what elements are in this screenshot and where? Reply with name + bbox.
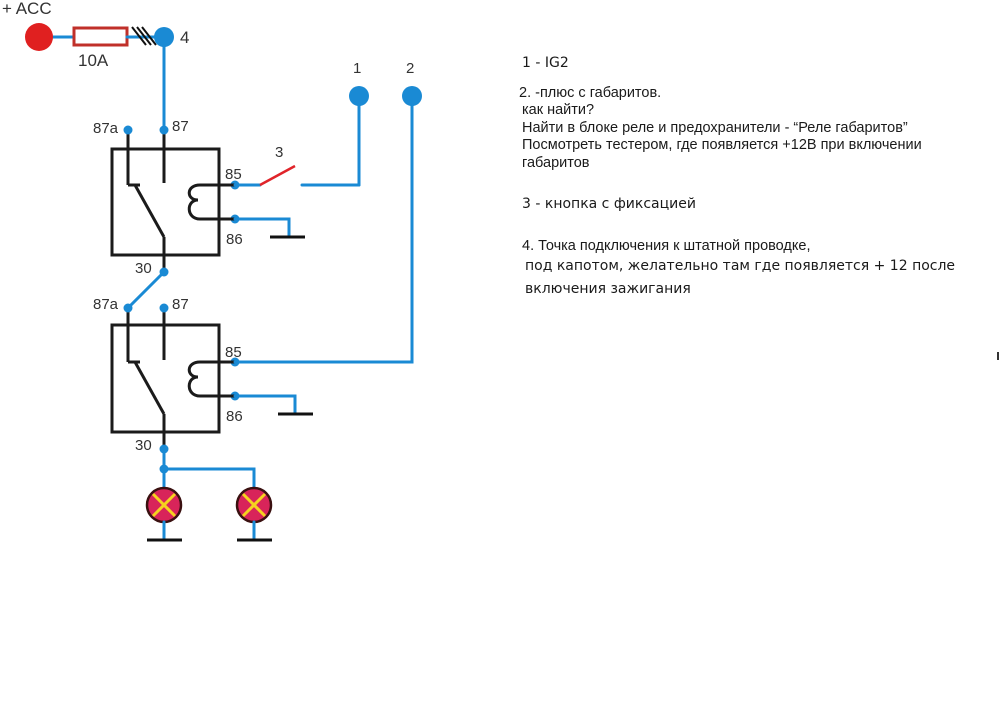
lamp-2: [235, 486, 273, 542]
note-2-line-1: как найти?: [522, 102, 595, 118]
relay-bottom-pin-30: 30: [135, 437, 152, 454]
wire-lamp-2: [162, 467, 256, 492]
wire-break-icon: [131, 26, 157, 46]
node-4-label: 4: [180, 28, 189, 47]
relay-top: [110, 125, 240, 277]
acc-label: + ACC: [2, 0, 52, 18]
relay-bottom: [110, 303, 240, 454]
node-2: [402, 86, 422, 106]
note-4-line-1: 4. Точка подключения к штатной проводке,: [522, 238, 811, 254]
wire-86-bottom-to-ground: [233, 394, 297, 415]
fuse: [72, 26, 129, 47]
note-2-line-4: габаритов: [522, 155, 590, 171]
relay-bottom-pin-85: 85: [225, 344, 242, 361]
note-2-line-3: Посмотреть тестером, где появляется +12В…: [522, 137, 922, 153]
fuse-label: 10A: [78, 51, 109, 70]
note-3: 3 - кнопка с фиксацией: [522, 196, 696, 212]
relay-top-pin-30: 30: [135, 260, 152, 277]
note-2-line-2: Найти в блоке реле и предохранители - “Р…: [522, 120, 908, 136]
wire-30-to-87a: [126, 270, 166, 310]
acc-node: [25, 23, 53, 51]
node-1-label: 1: [353, 60, 361, 77]
relay-top-pin-86: 86: [226, 231, 243, 248]
node-2-label: 2: [406, 60, 414, 77]
note-2-title: 2. -плюс с габаритов.: [519, 85, 662, 101]
lamp-1: [145, 486, 183, 542]
node-1: [349, 86, 369, 106]
relay-top-pin-87: 87: [172, 118, 189, 135]
relay-top-pin-87a: 87a: [93, 120, 119, 137]
relay-bottom-pin-87a: 87a: [93, 296, 119, 313]
wire-86-top-to-ground: [233, 217, 291, 238]
relay-bottom-pin-86: 86: [226, 408, 243, 425]
note-4-line-3: включения зажигания: [525, 281, 691, 297]
switch-3[interactable]: [259, 164, 296, 187]
wire-85-to-node-2: [233, 94, 414, 364]
switch-3-label: 3: [275, 144, 283, 161]
note-4-line-2: под капотом, желательно там где появляет…: [525, 258, 956, 274]
relay-top-pin-85: 85: [225, 166, 242, 183]
note-1: 1 - IG2: [522, 55, 569, 71]
relay-bottom-pin-87: 87: [172, 296, 189, 313]
